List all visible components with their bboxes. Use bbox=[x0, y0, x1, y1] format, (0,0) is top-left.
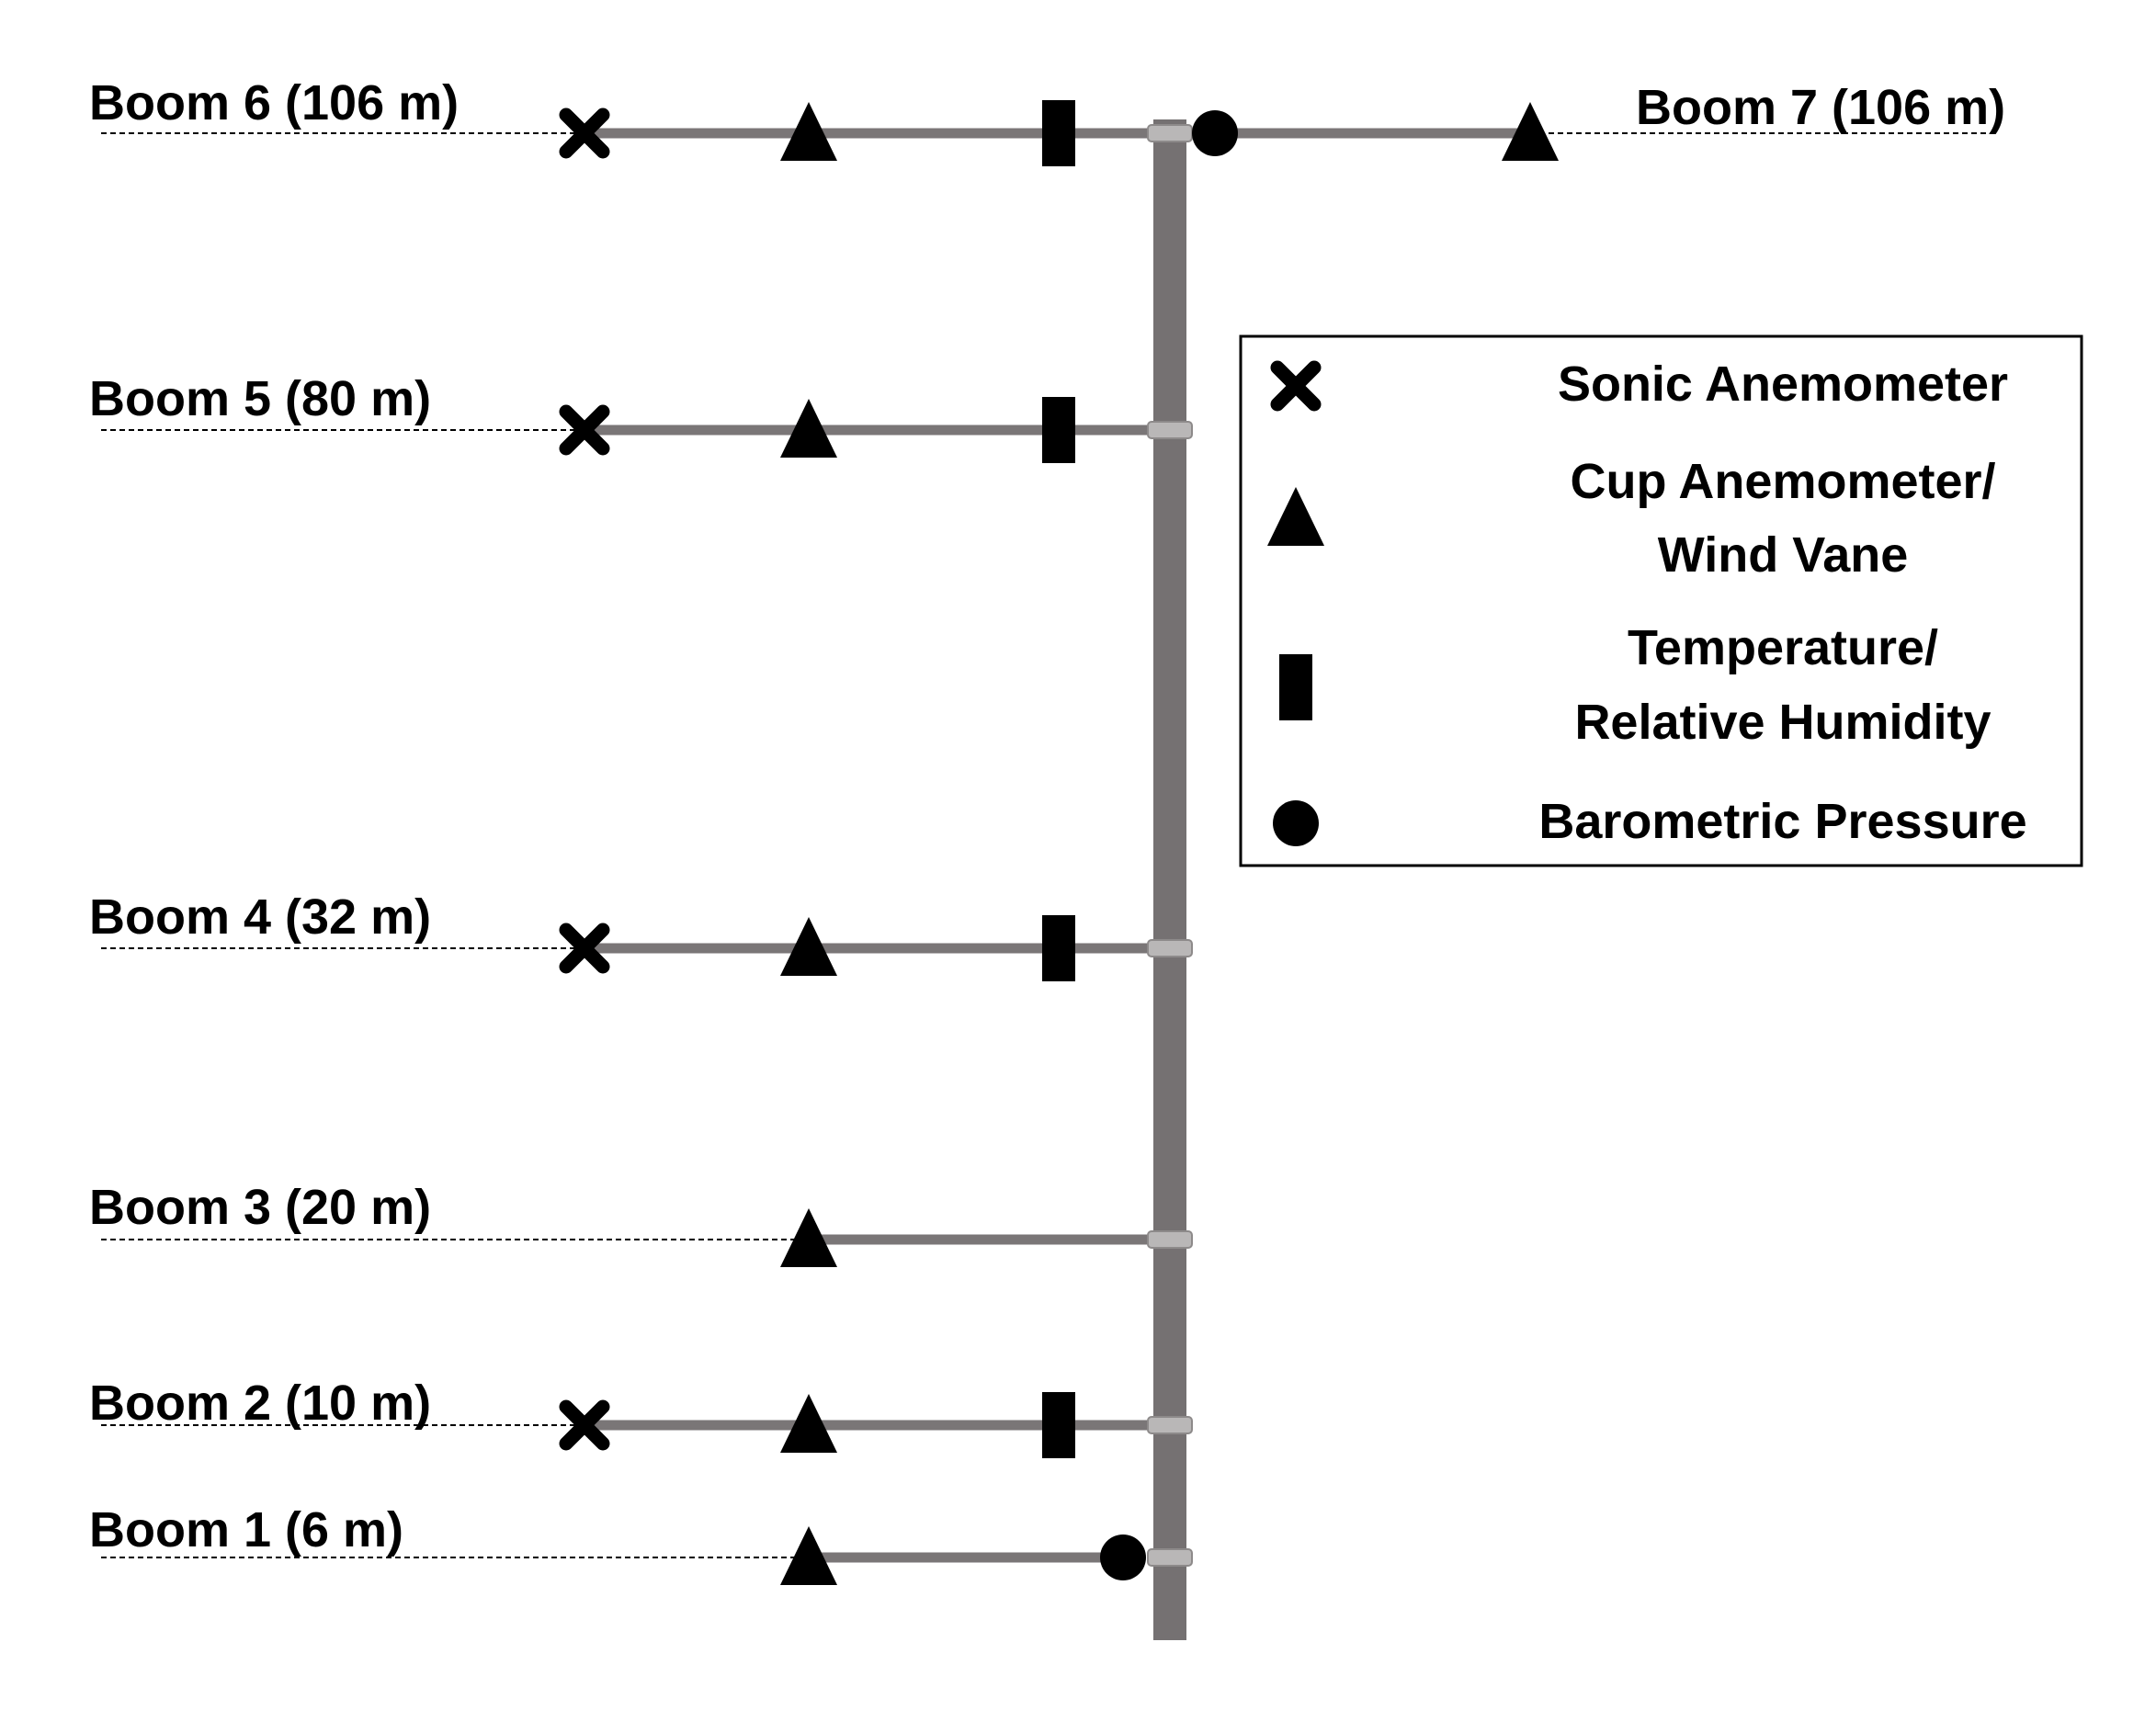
triangle-icon bbox=[1267, 487, 1324, 546]
legend-item-temp-rh: Temperature/Relative Humidity bbox=[1279, 620, 1991, 750]
boom-7-cup-anemometer-symbol bbox=[1502, 102, 1559, 161]
boom-2-cup-anemometer-symbol bbox=[780, 1394, 837, 1453]
boom-1-label: Boom 1 (6 m) bbox=[89, 1502, 403, 1557]
boom-labels-layer: Boom 1 (6 m) Boom 2 (10 m) Boom 3 (20 m) Bo… bbox=[89, 75, 2005, 1557]
boom-2-collar bbox=[1147, 1416, 1193, 1434]
boom-7-label: Boom 7 (106 m) bbox=[1636, 80, 2005, 135]
boom-collars-layer bbox=[1147, 124, 1193, 1567]
legend-item-sonic-anemometer: Sonic Anemometer bbox=[1270, 357, 2008, 412]
legend-label: Barometric Pressure bbox=[1538, 794, 2026, 849]
boom-6-label: Boom 6 (106 m) bbox=[89, 75, 459, 130]
circle-icon bbox=[1273, 800, 1319, 846]
instrument-symbols-layer bbox=[559, 100, 1559, 1585]
boom-2-sonic-anemometer-symbol bbox=[559, 1399, 610, 1451]
legend-label: Temperature/ bbox=[1628, 620, 1938, 675]
boom-6-sonic-anemometer-symbol bbox=[559, 108, 610, 159]
boom-5-temp-rh-symbol bbox=[1042, 397, 1075, 463]
legend-label: Cup Anemometer/ bbox=[1570, 454, 1995, 509]
legend-item-cup-anemometer: Cup Anemometer/Wind Vane bbox=[1267, 454, 1996, 583]
boom-4-temp-rh-symbol bbox=[1042, 915, 1075, 981]
boom-7-barometer-symbol bbox=[1192, 110, 1238, 156]
boom-2-temp-rh-symbol bbox=[1042, 1392, 1075, 1458]
legend-label: Wind Vane bbox=[1658, 527, 1909, 583]
legend-label: Sonic Anemometer bbox=[1558, 357, 2008, 412]
legend-label: Relative Humidity bbox=[1574, 695, 1991, 750]
boom-5-label: Boom 5 (80 m) bbox=[89, 371, 431, 426]
boom-5-cup-anemometer-symbol bbox=[780, 399, 837, 458]
boom-4-collar bbox=[1147, 939, 1193, 957]
boom-6-temp-rh-symbol bbox=[1042, 100, 1075, 166]
legend-item-barometer: Barometric Pressure bbox=[1273, 794, 2027, 849]
boom-3-label: Boom 3 (20 m) bbox=[89, 1180, 431, 1235]
boom-6-collar bbox=[1147, 124, 1193, 142]
boom-3-cup-anemometer-symbol bbox=[780, 1208, 837, 1267]
boom-4-label: Boom 4 (32 m) bbox=[89, 889, 431, 945]
boom-5-sonic-anemometer-symbol bbox=[559, 404, 610, 456]
boom-1-cup-anemometer-symbol bbox=[780, 1526, 837, 1585]
boom-4-cup-anemometer-symbol bbox=[780, 917, 837, 976]
boom-6-cup-anemometer-symbol bbox=[780, 102, 837, 161]
boom-5-collar bbox=[1147, 421, 1193, 439]
boom-1-barometer-symbol bbox=[1100, 1534, 1146, 1580]
rectangle-icon bbox=[1279, 654, 1312, 720]
legend-box bbox=[1239, 334, 2083, 867]
tower-mast bbox=[1153, 119, 1186, 1640]
boom-1-collar bbox=[1147, 1548, 1193, 1567]
x-mark-icon bbox=[1270, 360, 1322, 412]
boom-3-collar bbox=[1147, 1230, 1193, 1249]
boom-2-label: Boom 2 (10 m) bbox=[89, 1376, 431, 1431]
boom-4-sonic-anemometer-symbol bbox=[559, 923, 610, 974]
